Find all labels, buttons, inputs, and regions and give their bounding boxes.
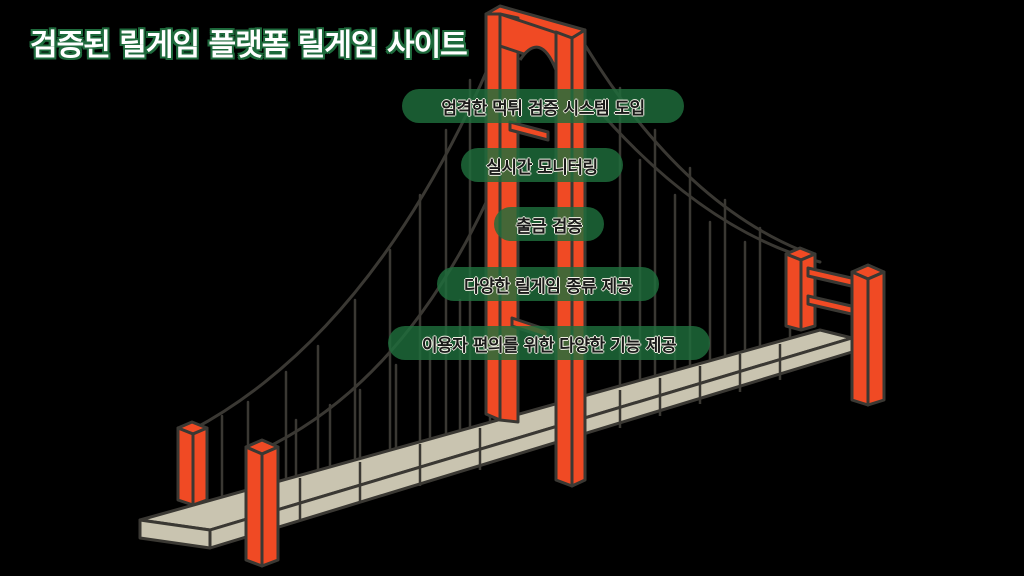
feature-label: 출금 검증 xyxy=(516,216,582,237)
left-front-pillar xyxy=(244,445,264,568)
right-back-pillar xyxy=(784,252,803,332)
feature-pill-realtime-monitoring: 실시간 모니터링 xyxy=(461,148,623,182)
feature-label: 다양한 릴게임 종류 제공 xyxy=(464,276,632,297)
right-front-pillar xyxy=(850,270,870,407)
main-cable-back-right xyxy=(583,43,802,252)
page-title: 검증된 릴게임 플랫폼 릴게임 사이트 xyxy=(30,28,468,63)
bridge-deck-side xyxy=(208,336,854,550)
feature-pill-verification-system: 엄격한 먹튀 검증 시스템 도입 xyxy=(402,89,684,123)
bridge-deck-end xyxy=(138,518,212,550)
feature-label: 실시간 모니터링 xyxy=(486,157,598,178)
left-back-pillar xyxy=(176,426,195,507)
main-cable-front-right xyxy=(588,98,822,264)
feature-label: 이용자 편의를 위한 다양한 기능 제공 xyxy=(421,335,677,356)
feature-label: 엄격한 먹튀 검증 시스템 도입 xyxy=(441,98,645,119)
feature-pill-user-convenience: 이용자 편의를 위한 다양한 기능 제공 xyxy=(388,326,710,360)
feature-pill-game-variety: 다양한 릴게임 종류 제공 xyxy=(437,267,659,301)
feature-pill-withdrawal-verification: 출금 검증 xyxy=(494,207,604,241)
